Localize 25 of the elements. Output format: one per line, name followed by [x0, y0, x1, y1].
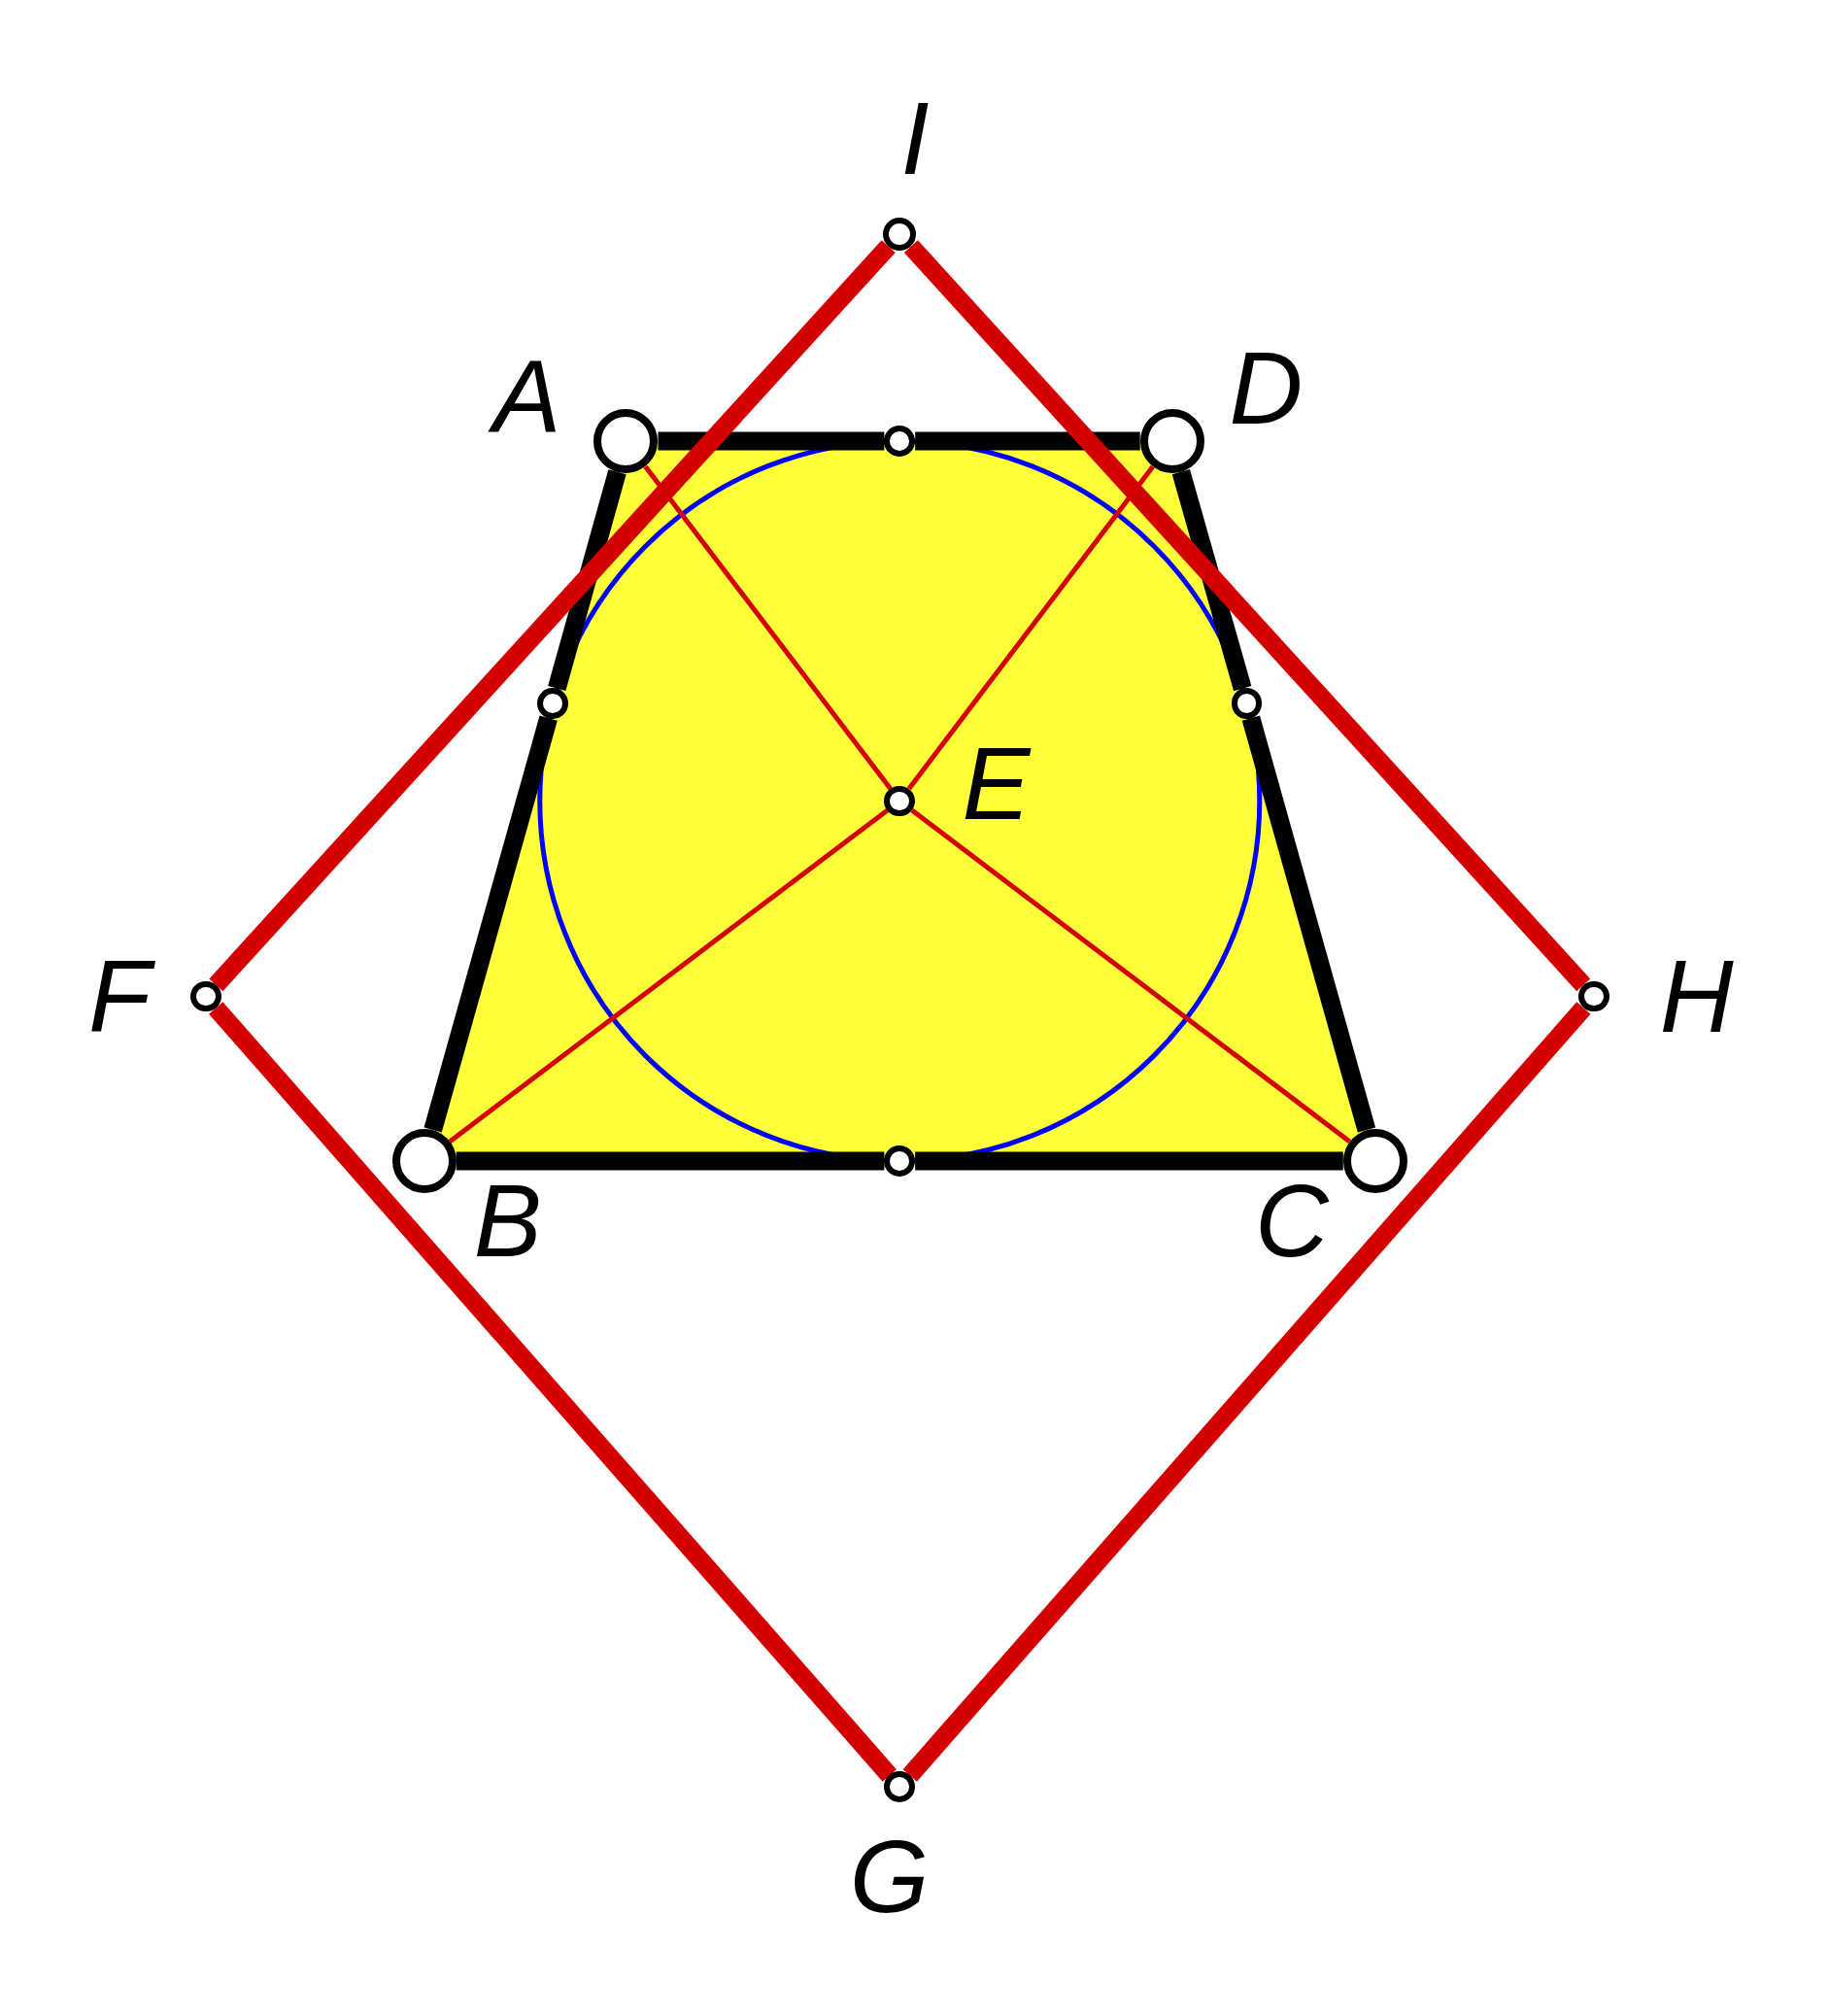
point-label: C [1253, 1168, 1331, 1276]
point-label: F [76, 942, 164, 1050]
point-label: H [1658, 942, 1735, 1050]
line-segment [903, 240, 1591, 992]
line-segment [906, 464, 1155, 791]
line-segment [910, 807, 1351, 1144]
line-segment [456, 1151, 885, 1171]
point-label: I [899, 85, 931, 192]
line-segment [915, 431, 1140, 451]
line-segment [1241, 715, 1376, 1133]
point-label: E [961, 731, 1033, 838]
line-segment [448, 807, 890, 1144]
line-segment [915, 1151, 1343, 1171]
point-label: D [1228, 334, 1304, 442]
line-segment [548, 469, 627, 692]
point-label: B [472, 1168, 543, 1276]
line-segment [423, 715, 558, 1133]
line-segment [1171, 469, 1252, 692]
line-segment [658, 431, 885, 451]
line-segment [209, 1002, 897, 1782]
line-segment [643, 464, 893, 791]
line-segment [209, 240, 896, 992]
line-segment [902, 1002, 1591, 1782]
point-label: A [483, 342, 571, 450]
point-label: G [848, 1823, 931, 1931]
